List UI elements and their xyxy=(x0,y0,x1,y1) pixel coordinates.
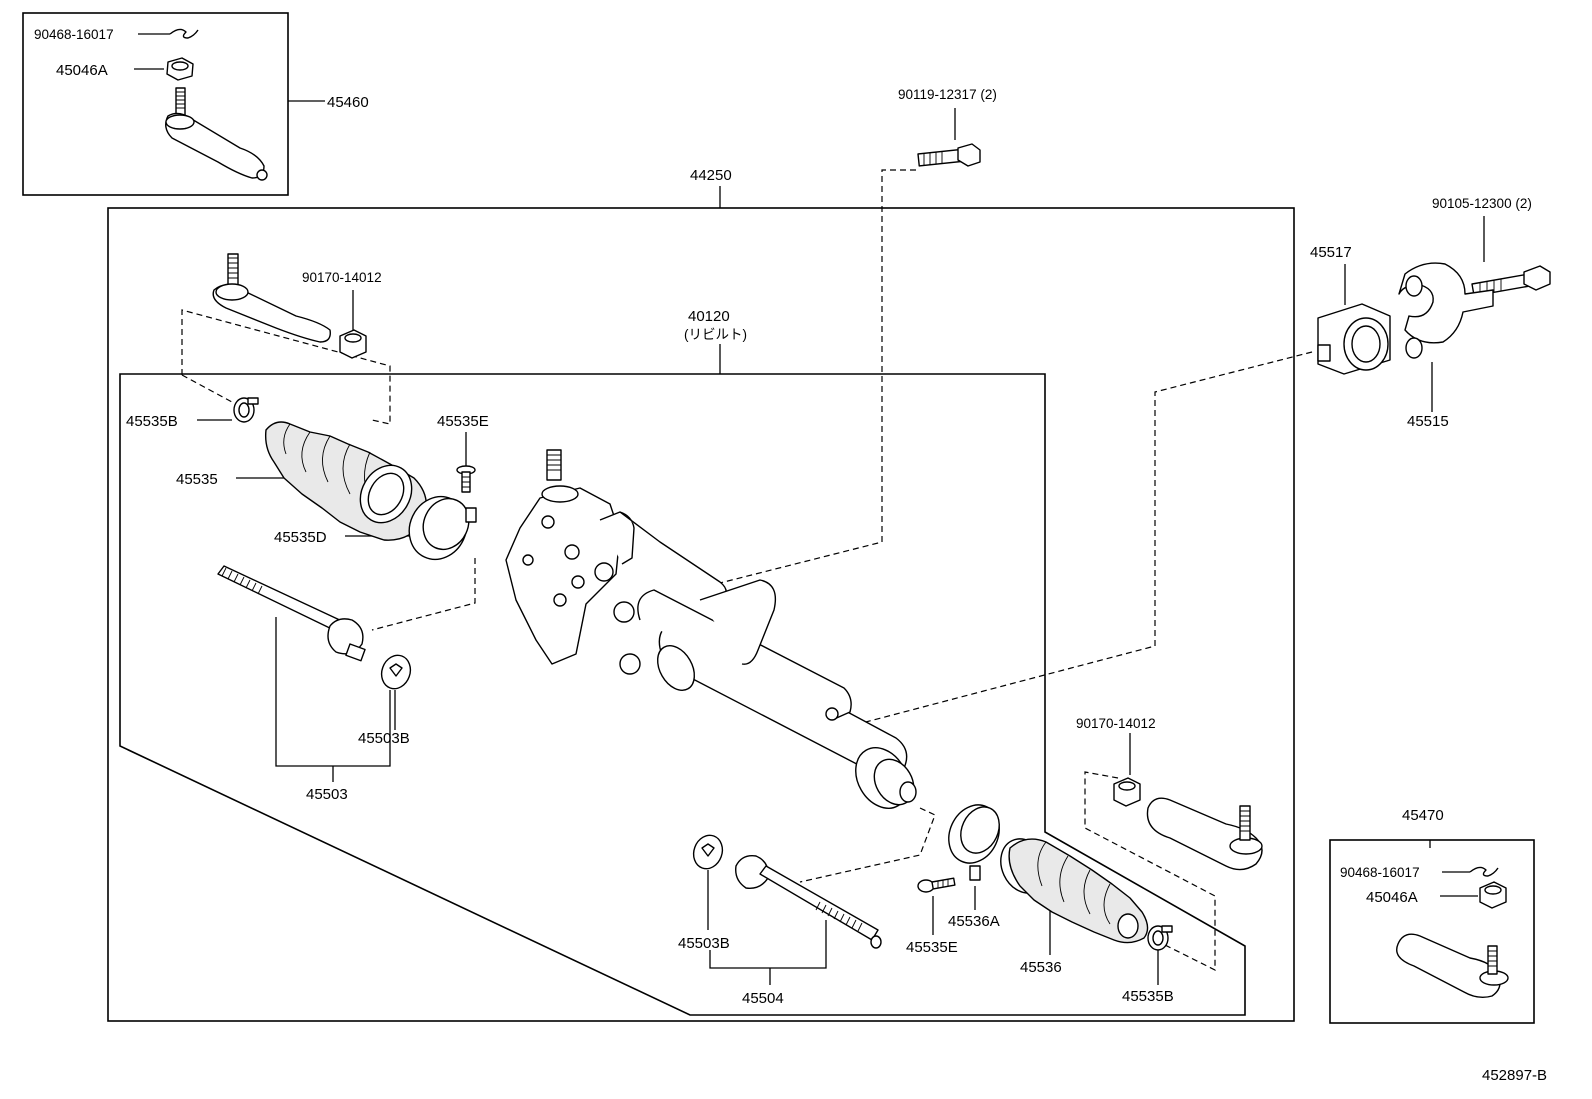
nut-br-part xyxy=(1479,881,1507,909)
label-nut-left: 90170-14012 xyxy=(302,270,382,285)
label-clamp-lt: 45535B xyxy=(126,413,178,430)
label-clamp-rt: 45535B xyxy=(1122,988,1174,1005)
label-rod-right: 45504 xyxy=(742,990,784,1007)
kit-right-frame xyxy=(1329,839,1535,1024)
label-rod-left: 45503 xyxy=(306,786,348,803)
label-kit-left: 45460 xyxy=(327,94,369,111)
kit-left-frame xyxy=(22,12,289,196)
clip-br-part xyxy=(1469,866,1499,877)
boot-right-part xyxy=(1000,838,1149,944)
clamp-left-part xyxy=(233,397,259,423)
label-washer-left: 45503B xyxy=(358,730,410,747)
rod-right-part xyxy=(735,855,882,949)
label-band-right: 45536A xyxy=(948,913,1000,930)
assy-frame xyxy=(107,207,1295,1022)
label-washer-right: 45503B xyxy=(678,935,730,952)
tie-rod-end-left xyxy=(212,253,331,343)
label-bracket: 45515 xyxy=(1407,413,1449,430)
nut-left-part xyxy=(339,329,367,359)
rod-left-part xyxy=(217,565,366,662)
clip-tl-part xyxy=(169,28,199,39)
gear-frame xyxy=(119,373,1246,1016)
label-nut-right: 90170-14012 xyxy=(1076,716,1156,731)
label-bolt-top: 90119-12317 (2) xyxy=(898,87,997,102)
label-nut-br: 45046A xyxy=(1366,889,1418,906)
nut-tl-part xyxy=(166,57,194,81)
tie-rod-end-tl xyxy=(165,87,268,181)
label-gear-note: (リビルト) xyxy=(684,327,747,342)
label-clip-tl: 90468-16017 xyxy=(34,27,114,42)
steering-gear-part xyxy=(505,449,917,809)
label-band-left: 45535D xyxy=(274,529,327,546)
label-bolt-right: 90105-12300 (2) xyxy=(1432,196,1532,211)
washer-right-part xyxy=(692,834,724,870)
label-assy: 44250 xyxy=(690,167,732,184)
tie-rod-end-right xyxy=(1146,797,1263,871)
assembly-guides xyxy=(181,169,1313,971)
band-right-part xyxy=(948,804,1000,881)
label-boot-right: 45536 xyxy=(1020,959,1062,976)
bracket-part xyxy=(1398,262,1494,359)
nut-right-part xyxy=(1113,777,1141,807)
label-bushing: 45517 xyxy=(1310,244,1352,261)
label-boot-left: 45535 xyxy=(176,471,218,488)
label-nut-tl: 45046A xyxy=(56,62,108,79)
band-left-part xyxy=(408,495,477,561)
bushing-part xyxy=(1317,303,1391,375)
washer-left-part xyxy=(380,654,412,690)
boot-left-part xyxy=(264,421,428,541)
label-kit-right: 45470 xyxy=(1402,807,1444,824)
label-screw-lt: 45535E xyxy=(437,413,489,430)
screw-right-part xyxy=(917,877,956,893)
label-screw-rt: 45535E xyxy=(906,939,958,956)
label-footer: 452897-B xyxy=(1482,1067,1547,1084)
screw-left-part xyxy=(456,465,476,493)
bolt-top-part xyxy=(917,143,981,167)
clamp-right-part xyxy=(1147,925,1173,951)
label-clip-br: 90468-16017 xyxy=(1340,865,1420,880)
label-gear-num: 40120 xyxy=(688,308,730,325)
tie-rod-end-br xyxy=(1396,933,1509,999)
